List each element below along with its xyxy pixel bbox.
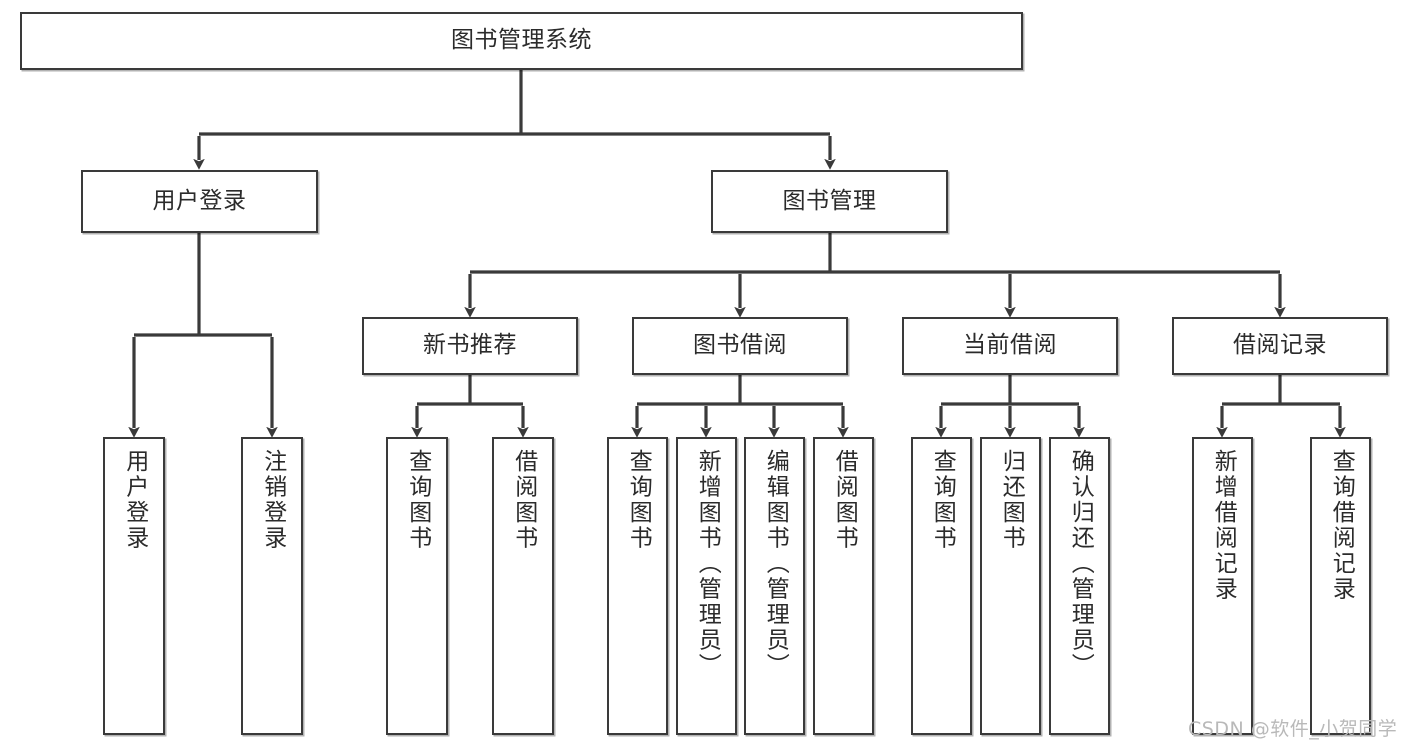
leaf-borrow-book-bb-label: 借阅图书 bbox=[831, 449, 858, 551]
leaf-user-login[interactable]: 用户登录 bbox=[103, 437, 165, 735]
node-borrow-record-label: 借阅记录 bbox=[1233, 332, 1327, 359]
node-new-book-recommend[interactable]: 新书推荐 bbox=[362, 317, 578, 375]
leaf-query-book-cb[interactable]: 查询图书 bbox=[911, 437, 972, 735]
leaf-return-book-label: 归还图书 bbox=[998, 449, 1025, 551]
node-current-borrow[interactable]: 当前借阅 bbox=[902, 317, 1118, 375]
leaf-query-book-bb-label: 查询图书 bbox=[625, 449, 652, 551]
leaf-user-login-label: 用户登录 bbox=[121, 449, 148, 551]
leaf-borrow-book-nbr-label: 借阅图书 bbox=[510, 449, 537, 551]
node-current-borrow-label: 当前借阅 bbox=[963, 332, 1057, 359]
leaf-add-borrow-record[interactable]: 新增借阅记录 bbox=[1192, 437, 1253, 735]
leaf-edit-book-admin[interactable]: 编辑图书（管理员） bbox=[744, 437, 805, 735]
leaf-confirm-return-admin-label: 确认归还（管理员） bbox=[1067, 449, 1094, 679]
node-user-login[interactable]: 用户登录 bbox=[81, 170, 318, 233]
csdn-watermark: CSDN @软件_小贺同学 bbox=[1188, 718, 1398, 740]
node-book-management-label: 图书管理 bbox=[782, 187, 877, 214]
leaf-add-book-admin[interactable]: 新增图书（管理员） bbox=[676, 437, 737, 735]
node-book-management[interactable]: 图书管理 bbox=[711, 170, 948, 233]
leaf-query-book-bb[interactable]: 查询图书 bbox=[607, 437, 668, 735]
leaf-confirm-return-admin[interactable]: 确认归还（管理员） bbox=[1049, 437, 1110, 735]
leaf-return-book[interactable]: 归还图书 bbox=[980, 437, 1041, 735]
node-root-label: 图书管理系统 bbox=[451, 27, 592, 54]
node-new-book-recommend-label: 新书推荐 bbox=[423, 332, 517, 359]
leaf-query-book-nbr[interactable]: 查询图书 bbox=[386, 437, 448, 735]
node-user-login-label: 用户登录 bbox=[152, 187, 247, 214]
leaf-edit-book-admin-label: 编辑图书（管理员） bbox=[762, 449, 789, 679]
node-root[interactable]: 图书管理系统 bbox=[20, 12, 1023, 70]
leaf-borrow-book-nbr[interactable]: 借阅图书 bbox=[492, 437, 554, 735]
node-book-borrow[interactable]: 图书借阅 bbox=[632, 317, 848, 375]
leaf-query-book-nbr-label: 查询图书 bbox=[404, 449, 431, 551]
leaf-add-borrow-record-label: 新增借阅记录 bbox=[1210, 449, 1237, 602]
leaf-query-book-cb-label: 查询图书 bbox=[929, 449, 956, 551]
leaf-borrow-book-bb[interactable]: 借阅图书 bbox=[813, 437, 874, 735]
leaf-query-borrow-record-label: 查询借阅记录 bbox=[1328, 449, 1355, 602]
leaf-logout-label: 注销登录 bbox=[259, 449, 286, 551]
leaf-logout[interactable]: 注销登录 bbox=[241, 437, 303, 735]
leaf-query-borrow-record[interactable]: 查询借阅记录 bbox=[1310, 437, 1371, 735]
node-book-borrow-label: 图书借阅 bbox=[693, 332, 787, 359]
leaf-add-book-admin-label: 新增图书（管理员） bbox=[694, 449, 721, 679]
node-borrow-record[interactable]: 借阅记录 bbox=[1172, 317, 1388, 375]
